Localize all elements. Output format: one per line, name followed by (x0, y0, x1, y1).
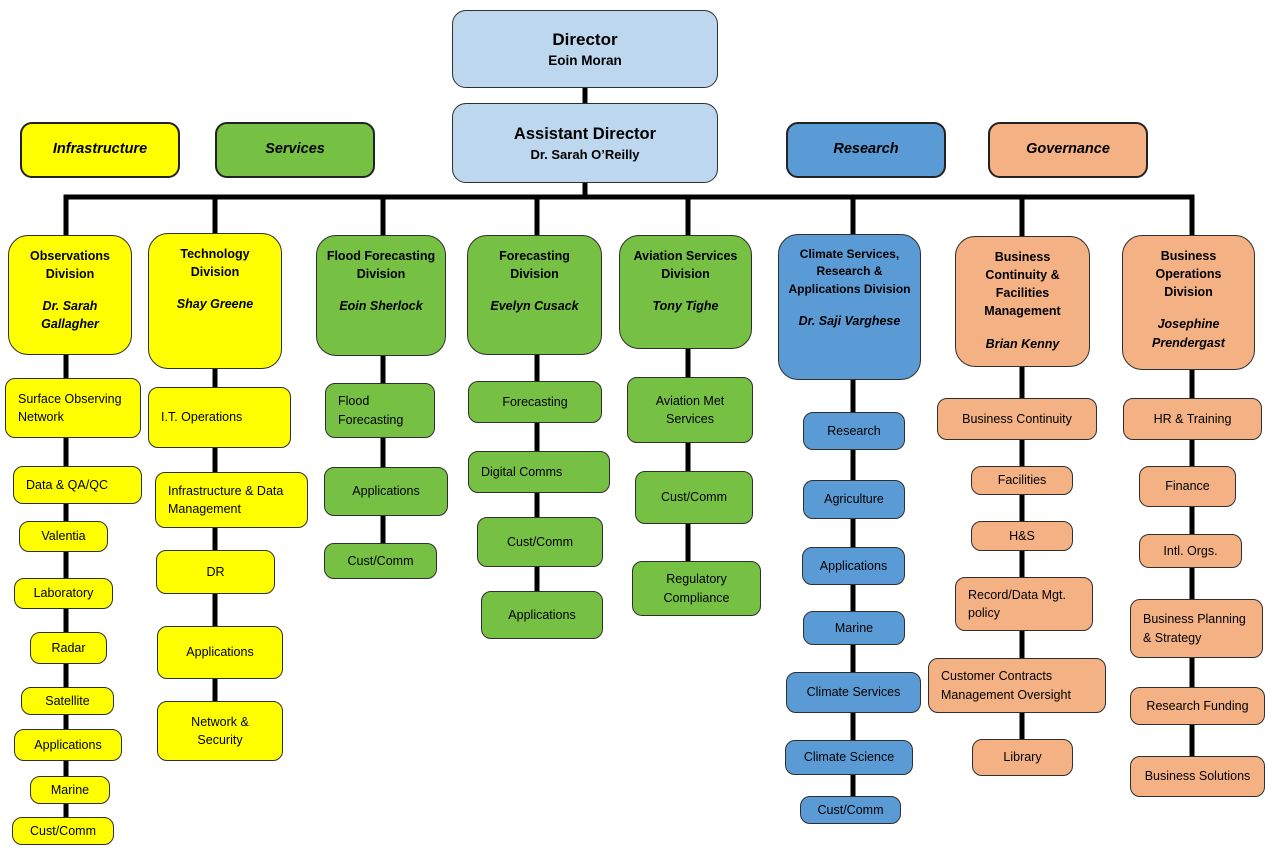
unit-digital-comms: Digital Comms (468, 451, 610, 493)
division-person: Shay Greene (176, 297, 254, 312)
division-title: Business Operations Division (1155, 249, 1222, 300)
legend-governance: Governance (988, 122, 1148, 178)
unit-library: Library (972, 739, 1073, 776)
unit-radar: Radar (30, 632, 107, 664)
unit-climate-services: Climate Services (786, 672, 921, 713)
division-business-continuity-facilities: Business Continuity & Facilities Managem… (955, 236, 1090, 367)
unit-obs-marine: Marine (30, 776, 110, 804)
unit-fcst-applications: Applications (481, 591, 603, 639)
unit-flood-applications: Applications (324, 467, 448, 516)
unit-aviation-met-services: Aviation Met Services (627, 377, 753, 443)
legend-services: Services (215, 122, 375, 178)
director-box: Director Eoin Moran (452, 10, 718, 88)
unit-it-operations: I.T. Operations (148, 387, 291, 448)
division-aviation-services: Aviation Services Division Tony Tighe (619, 235, 752, 349)
unit-research: Research (803, 412, 905, 450)
unit-business-solutions: Business Solutions (1130, 756, 1265, 797)
unit-clim-applications: Applications (802, 547, 905, 585)
division-business-operations: Business Operations Division Josephine P… (1122, 235, 1255, 370)
unit-record-data-mgt-policy: Record/Data Mgt. policy (955, 577, 1093, 631)
division-person: Josephine Prendergast (1152, 317, 1225, 350)
division-title: Flood Forecasting Division (326, 249, 436, 282)
unit-dr: DR (156, 550, 275, 594)
unit-forecasting: Forecasting (468, 381, 602, 423)
division-forecasting: Forecasting Division Evelyn Cusack (467, 235, 602, 355)
division-observations: Observations Division Dr. Sarah Gallaghe… (8, 235, 132, 355)
division-climate-research-applications: Climate Services, Research & Application… (778, 234, 921, 380)
unit-tech-applications: Applications (157, 626, 283, 679)
division-person: Dr. Sarah Gallagher (41, 299, 99, 332)
unit-climate-science: Climate Science (785, 740, 913, 775)
unit-hs: H&S (971, 521, 1073, 551)
unit-valentia: Valentia (19, 521, 108, 552)
director-name: Eoin Moran (548, 53, 622, 69)
unit-hr-training: HR & Training (1123, 398, 1262, 440)
unit-customer-contracts-management-oversight: Customer Contracts Management Oversight (928, 658, 1106, 713)
division-person: Dr. Saji Varghese (798, 314, 901, 329)
unit-avia-cust-comm: Cust/Comm (635, 471, 753, 524)
unit-business-planning-strategy: Business Planning & Strategy (1130, 599, 1263, 658)
assistant-director-box: Assistant Director Dr. Sarah O’Reilly (452, 103, 718, 183)
unit-surface-observing-network: Surface Observing Network (5, 378, 141, 438)
unit-data-qa-qc: Data & QA/QC (13, 466, 142, 504)
unit-fcst-cust-comm: Cust/Comm (477, 517, 603, 567)
unit-agriculture: Agriculture (803, 480, 905, 519)
division-title: Observations Division (30, 249, 110, 282)
assistant-director-role: Assistant Director (513, 124, 657, 143)
unit-clim-marine: Marine (803, 611, 905, 645)
assistant-director-name: Dr. Sarah O’Reilly (530, 147, 640, 163)
unit-network-security: Network & Security (157, 701, 283, 761)
division-person: Brian Kenny (985, 336, 1060, 351)
division-title: Climate Services, Research & Application… (788, 247, 911, 296)
unit-intl-orgs: Intl. Orgs. (1139, 534, 1242, 568)
unit-laboratory: Laboratory (14, 578, 113, 609)
division-title: Technology Division (180, 247, 250, 280)
division-person: Tony Tighe (652, 299, 719, 314)
unit-satellite: Satellite (21, 687, 114, 715)
division-title: Forecasting Division (499, 249, 570, 282)
unit-business-continuity: Business Continuity (937, 398, 1097, 440)
unit-research-funding: Research Funding (1130, 687, 1265, 725)
unit-infrastructure-data-management: Infrastructure & Data Management (155, 472, 308, 528)
unit-obs-applications: Applications (14, 729, 122, 761)
division-title: Aviation Services Division (633, 249, 738, 282)
unit-obs-cust-comm: Cust/Comm (12, 817, 114, 845)
unit-flood-cust-comm: Cust/Comm (324, 543, 437, 579)
division-title: Business Continuity & Facilities Managem… (984, 250, 1061, 319)
division-person: Eoin Sherlock (339, 299, 423, 314)
division-person: Evelyn Cusack (490, 299, 579, 314)
unit-clim-cust-comm: Cust/Comm (800, 796, 901, 824)
unit-facilities: Facilities (971, 466, 1073, 495)
division-flood-forecasting: Flood Forecasting Division Eoin Sherlock (316, 235, 446, 356)
director-role: Director (552, 29, 618, 49)
division-technology: Technology Division Shay Greene (148, 233, 282, 369)
unit-regulatory-compliance: Regulatory Compliance (632, 561, 761, 616)
unit-finance: Finance (1139, 466, 1236, 507)
legend-research: Research (786, 122, 946, 178)
legend-infrastructure: Infrastructure (20, 122, 180, 178)
unit-flood-forecasting: Flood Forecasting (325, 383, 435, 438)
